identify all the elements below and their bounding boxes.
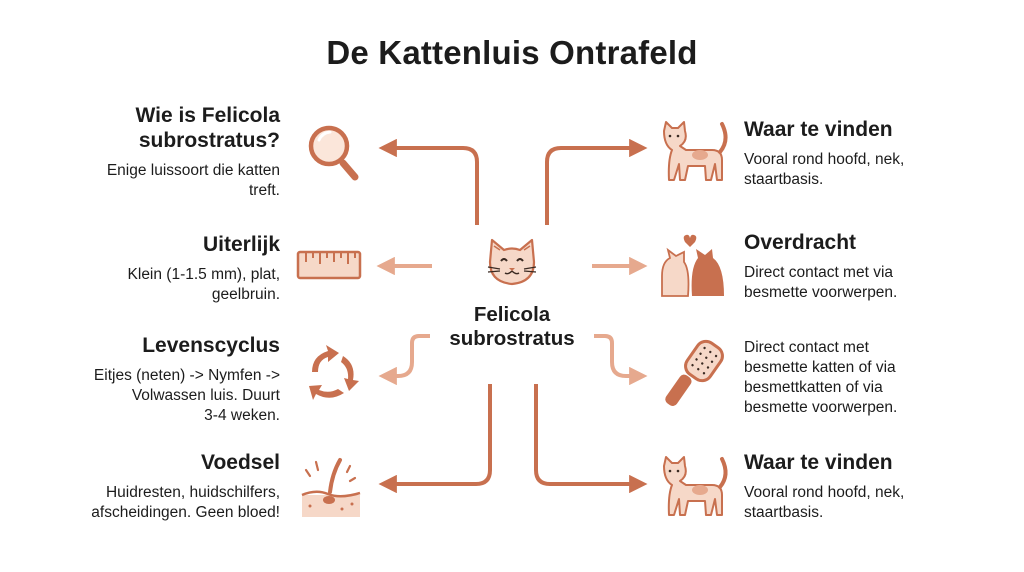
grooming-brush-icon: [665, 339, 724, 406]
desc-waar-te-vinden-2: Vooral rond hoofd, nek, staartbasis.: [744, 484, 905, 521]
arrow-to-waar-2: [534, 384, 648, 494]
block-direct-contact: Direct contact met besmette katten of vi…: [744, 338, 1014, 418]
skin-hair-icon: [301, 458, 361, 517]
center-label: Felicola subrostratus: [449, 303, 575, 350]
desc-direct-contact: Direct contact met besmette katten of vi…: [744, 339, 898, 416]
block-uiterlijk: Uiterlijk Klein (1-1.5 mm), plat, geelbr…: [10, 232, 280, 305]
block-wie-is: Wie is Felicola subrostratus? Enige luis…: [10, 103, 280, 201]
cat-standing-icon: [663, 121, 728, 181]
block-overdracht: Overdracht Direct contact met via besmet…: [744, 230, 1014, 303]
arrow-to-direct-contact: [594, 334, 648, 386]
heading-uiterlijk: Uiterlijk: [202, 233, 280, 256]
page-title: De Kattenluis Ontrafeld: [326, 34, 698, 71]
cycle-arrows-icon: [309, 345, 359, 400]
desc-levenscyclus: Eitjes (neten) -> Nymfen -> Volwassen lu…: [93, 367, 280, 424]
heading-overdracht: Overdracht: [744, 231, 857, 254]
block-waar-te-vinden-1: Waar te vinden Vooral rond hoofd, nek, s…: [744, 117, 1014, 190]
cat-face-icon: [487, 238, 537, 286]
arrow-to-levenscyclus: [378, 334, 430, 386]
desc-overdracht: Direct contact met via besmette voorwerp…: [744, 264, 898, 301]
block-waar-te-vinden-2: Waar te vinden Vooral rond hoofd, nek, s…: [744, 450, 1014, 523]
desc-wie-is: Enige luissoort die katten treft.: [106, 162, 280, 199]
desc-waar-te-vinden-1: Vooral rond hoofd, nek, staartbasis.: [744, 151, 905, 188]
heading-waar-te-vinden-1: Waar te vinden: [744, 118, 893, 141]
heading-wie-is: Wie is Felicola subrostratus?: [135, 104, 280, 152]
heading-waar-te-vinden-2: Waar te vinden: [744, 451, 893, 474]
ruler-icon: [296, 250, 362, 280]
block-levenscyclus: Levenscyclus Eitjes (neten) -> Nymfen ->…: [10, 333, 280, 426]
cat-standing-icon: [663, 456, 728, 516]
two-cats-heart-icon: [661, 234, 724, 297]
arrow-to-wie-is: [378, 138, 479, 225]
arrow-to-voedsel: [378, 384, 492, 494]
heading-levenscyclus: Levenscyclus: [142, 334, 280, 357]
desc-uiterlijk: Klein (1-1.5 mm), plat, geelbruin.: [127, 266, 280, 303]
magnifier-icon: [308, 125, 359, 181]
desc-voedsel: Huidresten, huidschilfers, afscheidingen…: [91, 484, 280, 521]
block-voedsel: Voedsel Huidresten, huidschilfers, afsch…: [10, 450, 280, 523]
arrow-to-waar-1: [545, 138, 648, 225]
heading-voedsel: Voedsel: [201, 451, 280, 474]
